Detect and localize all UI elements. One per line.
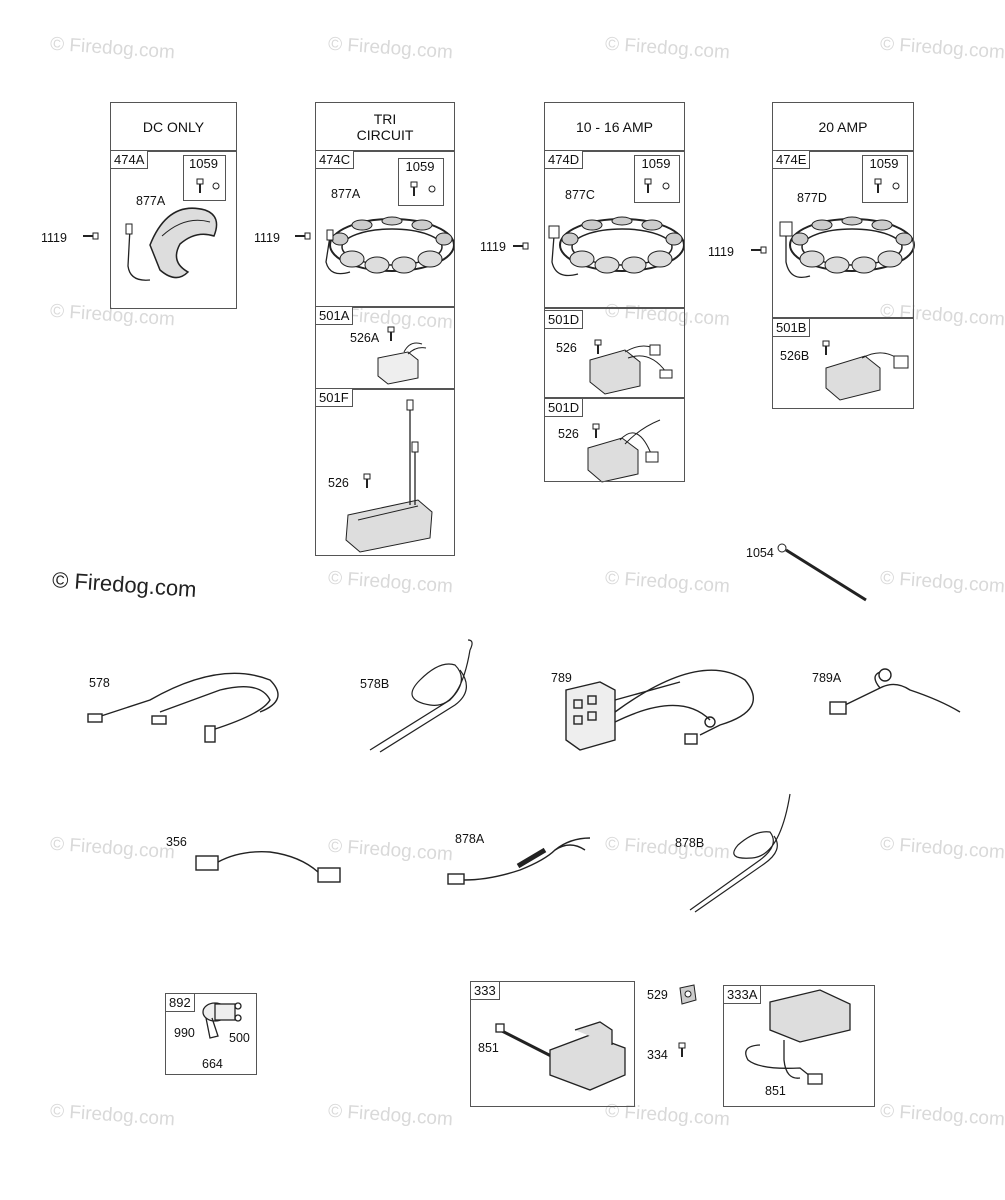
group-box-501b (772, 317, 914, 409)
group-box-501d (544, 397, 685, 482)
group-tag-474e: 474E (772, 150, 811, 169)
group-box-474a (110, 150, 237, 309)
group-box-892 (165, 993, 257, 1075)
harness-789a-art (829, 668, 961, 715)
regulator-501b-art (822, 340, 909, 401)
group-tag-501d: 501D (544, 398, 584, 417)
group-tag-333a: 333A (723, 985, 762, 1004)
part-label-877a: 877A (331, 187, 361, 201)
part-label-1119: 1119 (41, 231, 67, 245)
header-dc-only: DC ONLY (110, 102, 237, 152)
harness-878a-art (447, 837, 591, 885)
kit-box (862, 155, 908, 203)
group-tag-474d: 474D (544, 150, 584, 169)
stator-20-art (779, 216, 915, 279)
part-label-356: 356 (166, 835, 187, 849)
regulator-501d-a-art (589, 339, 673, 395)
screw-1119-a-art (82, 232, 99, 240)
group-tag-474a: 474A (110, 150, 149, 169)
part-label-878b: 878B (675, 836, 705, 850)
regulator-501f-art (345, 399, 433, 553)
part-label-1054: 1054 (746, 546, 774, 560)
group-tag-474c: 474C (315, 150, 355, 169)
part-label-526: 526 (556, 341, 577, 355)
group-box-474d (544, 150, 685, 309)
group-box-333a (723, 985, 875, 1107)
part-label-526: 526 (328, 476, 349, 490)
group-box-474c (315, 150, 455, 308)
part-label-877a: 877A (136, 194, 166, 208)
group-tag-333: 333 (470, 981, 500, 1000)
grommet-529-art (679, 984, 697, 1005)
regulator-501d-b-art (587, 419, 661, 483)
kit-box (183, 155, 226, 201)
group-tag-501b: 501B (772, 318, 811, 337)
group-box-333 (470, 981, 635, 1107)
part-label-851: 851 (478, 1041, 499, 1055)
kit-1059-art (196, 178, 900, 197)
header-20-amp: 20 AMP (772, 102, 914, 152)
stator-tri-art (325, 216, 455, 275)
cable-tie-art (777, 543, 867, 602)
part-label-877d: 877D (797, 191, 827, 205)
group-box-501d (544, 307, 685, 399)
group-box-501f (315, 388, 455, 556)
screw-1119-d-art (750, 246, 767, 254)
key-switch-art (202, 1002, 242, 1039)
part-label-1119: 1119 (254, 231, 280, 245)
part-label-578: 578 (89, 676, 110, 690)
part-label-878a: 878A (455, 832, 485, 846)
kit-box (398, 158, 444, 206)
stator-10-16-art (548, 216, 685, 277)
part-label-1119: 1119 (708, 245, 734, 259)
kit-box (634, 155, 680, 203)
harness-356-art (195, 851, 341, 883)
group-tag-501f: 501F (315, 388, 353, 407)
harness-578b-art (369, 639, 473, 753)
header-tri-circuit: TRI CIRCUIT (315, 102, 455, 152)
part-label-1119: 1119 (480, 240, 506, 254)
ignition-coil-333a-art (745, 989, 851, 1085)
part-label-334: 334 (647, 1048, 668, 1062)
part-label-664: 664 (202, 1057, 223, 1071)
part-label-526: 526 (558, 427, 579, 441)
kit-label: 1059 (641, 156, 671, 171)
part-label-526a: 526A (350, 331, 380, 345)
ignition-coil-333-art (495, 1021, 626, 1091)
part-label-529: 529 (647, 988, 668, 1002)
kit-label: 1059 (189, 156, 218, 171)
part-label-789: 789 (551, 671, 572, 685)
part-label-500: 500 (229, 1031, 250, 1045)
group-tag-501a: 501A (315, 306, 354, 325)
group-tag-501d: 501D (544, 310, 584, 329)
harness-578-art (87, 672, 279, 743)
part-label-990: 990 (174, 1026, 195, 1040)
group-tag-892: 892 (165, 993, 195, 1012)
kit-label: 1059 (869, 156, 899, 171)
screw-1119-b-art (294, 232, 311, 240)
part-label-851: 851 (765, 1084, 786, 1098)
stator-dc-art (125, 207, 218, 281)
part-label-578b: 578B (360, 677, 390, 691)
group-box-474e (772, 150, 914, 319)
screw-334-art (678, 1042, 686, 1058)
harness-878b-art (689, 793, 791, 913)
kit-label: 1059 (405, 159, 435, 174)
group-box-501a (315, 306, 455, 390)
regulator-501a-art (377, 326, 427, 385)
part-label-789a: 789A (812, 671, 842, 685)
header-10-16-amp: 10 - 16 AMP (544, 102, 685, 152)
harness-789-art (565, 669, 755, 751)
part-label-877c: 877C (565, 188, 595, 202)
screw-1119-c-art (512, 242, 529, 250)
part-label-526b: 526B (780, 349, 810, 363)
